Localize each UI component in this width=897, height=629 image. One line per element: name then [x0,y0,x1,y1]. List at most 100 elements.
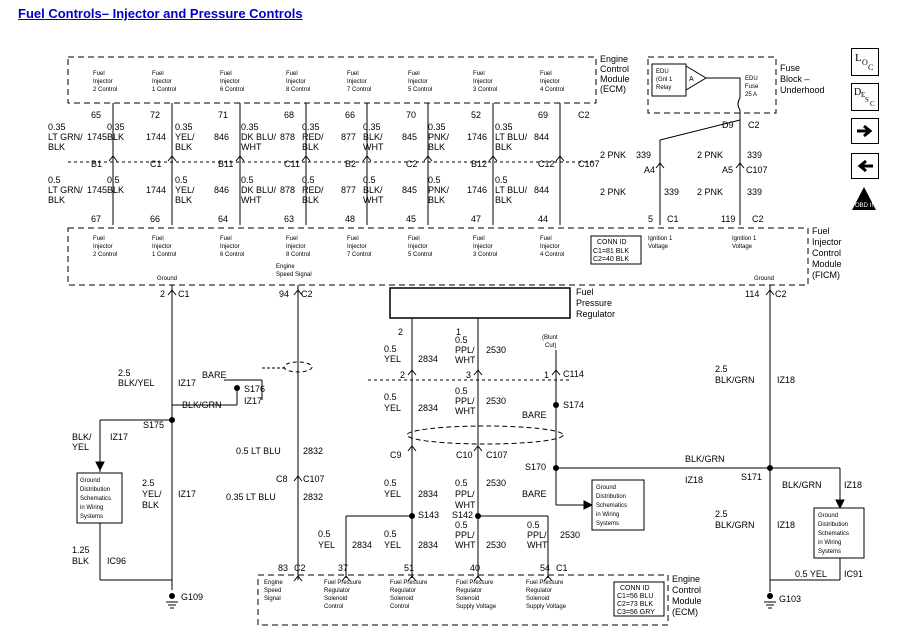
wire-color: BLK [428,142,445,152]
ecm-bottom-title: Module [672,596,702,606]
ecm-pin: 68 [284,110,294,120]
c107-chevron [301,155,311,162]
ecm-pin: 52 [471,110,481,120]
ecm-input-label: Injector [347,79,367,85]
wire-circuit: 846 [214,132,229,142]
wire-circuit: IZ18 [844,480,862,490]
wire-circuit: 878 [280,185,295,195]
c107-pin: A4 [644,165,655,175]
c107-pin: B1 [91,159,102,169]
wire-color: RED/ [302,132,324,142]
next-arrow-button[interactable] [851,118,879,144]
splice-label: S176 [244,384,265,394]
location-button[interactable]: L O C [851,48,879,76]
wire-circuit: 844 [534,185,549,195]
wire-size: 0.35 [428,122,446,132]
ficm-input-label: 5 Control [408,252,432,258]
c107-chevron [488,155,498,162]
connector-chevron [293,289,303,296]
conn-id-box [613,581,665,617]
wire-circuit: 2530 [486,478,506,488]
fuse-pin: D9 [722,120,734,130]
wire-circuit: 2834 [418,403,438,413]
wire-size: 0.5 [455,335,468,345]
ficm-conn: C1 [178,289,190,299]
wire-size: 2 PNK [697,150,723,160]
ficm-title: Fuel [812,226,830,236]
ecm-input-label: Fuel [540,71,552,77]
conn-id-line: C1=56 BLU [617,593,653,600]
arrow-down [95,461,105,472]
ground-label: Ground [157,276,177,282]
wire-color: LT GRN/ [48,185,83,195]
conn-id-line: C3=56 GRY [617,609,655,616]
description-sub3: C [870,100,875,108]
ficm-input-label: Fuel [220,236,232,242]
schematic-box-label: Distribution [596,494,626,500]
wire-size: 0.5 [455,478,468,488]
wire-color: WHT [455,406,476,416]
ficm-input-label: Fuel [408,236,420,242]
c107-chevron [235,155,245,162]
wire-circuit: 2530 [486,396,506,406]
wire-circuit: IZ17 [178,489,196,499]
ficm-box [67,227,809,286]
relay-triangle [685,65,707,91]
ficm-input-label: Fuel [347,236,359,242]
conn-id-title: CONN ID [620,585,650,592]
ecm-bottom-conn: C2 [294,563,306,573]
c107-chevron [362,155,372,162]
ecm-bottom-label: Fuel Pressure [456,580,494,586]
ficm-title: Module [812,259,842,269]
obd-icon[interactable]: OBD II [851,186,877,212]
wire-size: 0.35 [302,122,320,132]
ficm-pin: 48 [345,214,355,224]
fuse-block-box [647,56,777,114]
wire-color: BLK/GRN [782,480,822,490]
ecm-pin: 69 [538,110,548,120]
wire-color: PPL/ [455,530,475,540]
c107-chevron [167,155,177,162]
ficm-input-label: Fuel [152,236,164,242]
wire-circuit: IC96 [107,556,126,566]
wire-color: BLK/GRN [715,375,755,385]
wire-color: BLK [48,142,65,152]
c107-chevron [555,155,565,162]
schematic-box [591,479,645,531]
wire-circuit: 2530 [560,530,580,540]
wire-color: YEL [72,442,89,452]
wire-color: PNK/ [428,185,450,195]
wire-circuit: 844 [534,132,549,142]
ficm-input-label: 1 Control [152,252,176,258]
ficm-input-label: Injector [408,244,428,250]
wire-size: 0.5 [527,520,540,530]
ecm-chevron [543,575,553,582]
wire-color: BLK/ [363,132,383,142]
description-button[interactable]: D E S C [851,83,879,111]
wire-color: YEL [318,540,335,550]
wire-color: WHT [363,195,384,205]
ficm-input-label: Fuel [286,236,298,242]
ecm-bottom-label: Fuel Pressure [390,580,428,586]
c114-pin: 1 [544,370,549,380]
description-sub1: E [861,91,866,99]
ecm-input-label: Injector [408,79,428,85]
wire-circuit: 1744 [146,132,166,142]
ficm-pin: 63 [284,214,294,224]
conn-id-title: CONN ID [597,239,627,246]
ecm-input-label: 8 Control [286,87,310,93]
c114-pin: 2 [400,370,405,380]
fuse-block-title: Block – [780,74,810,84]
ecm-top-title: Engine [600,54,628,64]
ecm-bottom-label: Supply Voltage [456,604,497,610]
wire-size: 0.5 [363,175,376,185]
ficm-pin: 66 [150,214,160,224]
schematic-box-label: Systems [80,514,103,520]
c114-label: C114 [563,369,584,379]
wire-circuit: 845 [402,185,417,195]
fuse-label: EDU [745,76,758,82]
location-sub1: O [862,58,868,67]
ecm-bottom-label: Supply Voltage [526,604,567,610]
previous-arrow-button[interactable] [851,153,879,179]
ground-label: Ground [754,276,774,282]
